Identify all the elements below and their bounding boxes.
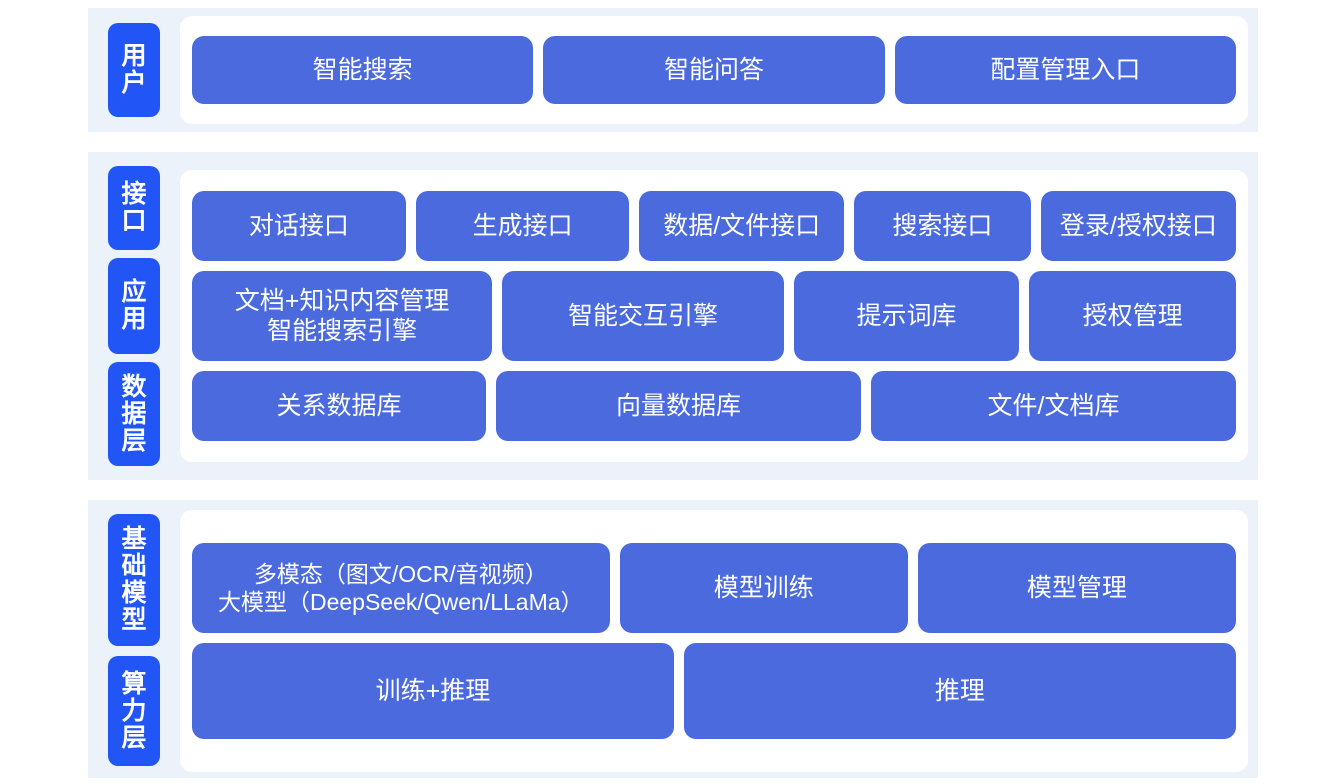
card-login-auth-api[interactable]: 登录/授权接口 [1040,191,1236,261]
card-authorization-management[interactable]: 授权管理 [1029,271,1236,361]
card-generation-api[interactable]: 生成接口 [415,191,630,261]
row-user: 智能搜索 智能问答 配置管理入口 [192,36,1236,104]
panel-base: 多模态（图文/OCR/音视频） 大模型（DeepSeek/Qwen/LLaMa）… [180,510,1248,772]
card-config-management-entry[interactable]: 配置管理入口 [894,36,1236,104]
panel-user: 智能搜索 智能问答 配置管理入口 [180,16,1248,124]
panel-mid: 对话接口 生成接口 数据/文件接口 搜索接口 登录/授权接口 文档+知识内容管理… [180,170,1248,462]
card-search-api[interactable]: 搜索接口 [853,191,1031,261]
layer-tab-user[interactable]: 用户 [108,23,160,117]
row-data: 关系数据库 向量数据库 文件/文档库 [192,371,1237,441]
layer-tab-foundation-model[interactable]: 基础模型 [108,514,160,646]
section-user: 用户 智能搜索 智能问答 配置管理入口 [88,8,1258,132]
layer-tab-data-label: 数据层 [121,372,147,455]
card-model-management[interactable]: 模型管理 [917,543,1236,633]
card-smart-interaction-engine[interactable]: 智能交互引擎 [502,271,784,361]
row-interface: 对话接口 生成接口 数据/文件接口 搜索接口 登录/授权接口 [192,191,1236,261]
row-compute: 训练+推理 推理 [192,643,1236,739]
card-model-training[interactable]: 模型训练 [619,543,908,633]
card-inference[interactable]: 推理 [683,643,1236,739]
card-document-knowledge-management[interactable]: 文档+知识内容管理 智能搜索引擎 [192,271,493,361]
card-prompt-library[interactable]: 提示词库 [793,271,1020,361]
row-application: 文档+知识内容管理 智能搜索引擎 智能交互引擎 提示词库 授权管理 [192,271,1236,361]
layer-tab-compute-label: 算力层 [121,669,147,752]
card-dialog-api[interactable]: 对话接口 [192,191,406,261]
card-relational-database[interactable]: 关系数据库 [192,371,486,441]
card-training-inference[interactable]: 训练+推理 [192,643,674,739]
layer-tab-compute[interactable]: 算力层 [108,656,160,766]
tab-column-mid: 接口 应用 数据层 [88,152,180,480]
layer-tab-interface[interactable]: 接口 [108,166,160,250]
tab-column-user: 用户 [88,8,180,132]
card-smart-search[interactable]: 智能搜索 [192,36,534,104]
layer-tab-interface-label: 接口 [121,180,147,235]
layer-tab-user-label: 用户 [121,42,147,97]
tab-column-base: 基础模型 算力层 [88,500,180,778]
layer-tab-foundation-model-label: 基础模型 [121,525,147,634]
section-foundation-compute: 基础模型 算力层 多模态（图文/OCR/音视频） 大模型（DeepSeek/Qw… [88,500,1258,778]
card-data-file-api[interactable]: 数据/文件接口 [639,191,844,261]
row-foundation-model: 多模态（图文/OCR/音视频） 大模型（DeepSeek/Qwen/LLaMa）… [192,543,1236,633]
section-interface-application-data: 接口 应用 数据层 对话接口 生成接口 数据/文件接口 搜索接口 登录/授权接口… [88,152,1258,480]
layer-tab-application[interactable]: 应用 [108,258,160,354]
layer-tab-data[interactable]: 数据层 [108,362,160,466]
card-vector-database[interactable]: 向量数据库 [495,371,861,441]
layer-tab-application-label: 应用 [121,278,147,333]
card-smart-qa[interactable]: 智能问答 [543,36,885,104]
card-file-document-store[interactable]: 文件/文档库 [871,371,1237,441]
card-multimodal-large-model[interactable]: 多模态（图文/OCR/音视频） 大模型（DeepSeek/Qwen/LLaMa） [192,543,610,633]
